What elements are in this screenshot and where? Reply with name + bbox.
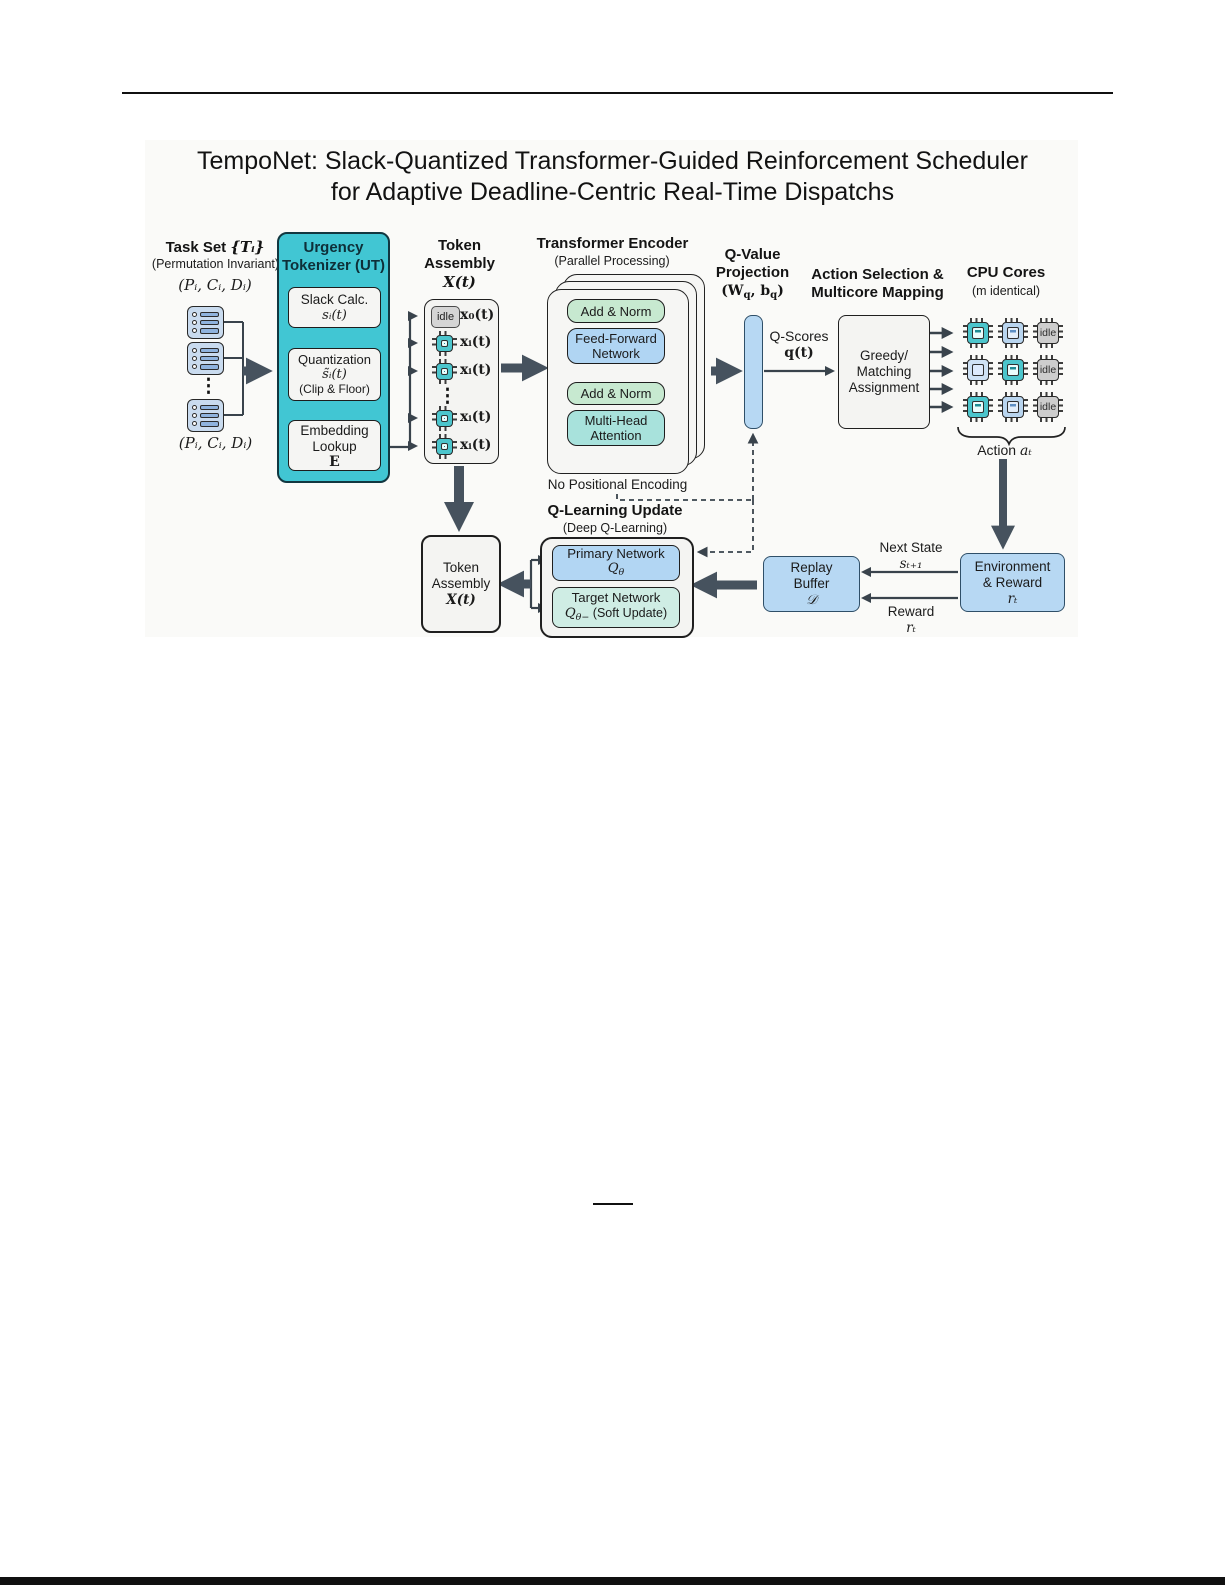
qlearning-title: Q-Learning Update xyxy=(547,502,683,519)
footnote-rule xyxy=(593,1203,633,1205)
qprojection-params: (Wq, bq) xyxy=(721,283,784,302)
reward-label: Reward rₜ xyxy=(887,604,935,636)
task-icon xyxy=(187,342,224,375)
token-chip xyxy=(432,359,457,384)
greedy-matching-box: Greedy/ Matching Assignment xyxy=(838,315,930,429)
cpu-chip: idle xyxy=(998,355,1028,385)
token-label: xᵢ(t) xyxy=(460,437,492,453)
token-ellipsis: ⋮ xyxy=(438,386,457,407)
replay-buffer-box: Replay Buffer 𝒟 xyxy=(763,556,860,612)
urgency-tokenizer-title: Urgency Tokenizer (UT) xyxy=(281,239,386,274)
token-label: xᵢ(t) xyxy=(460,334,492,350)
multi-head-attention-box: Multi-Head Attention xyxy=(567,410,665,446)
task-tuple-bottom: (Pᵢ, Cᵢ, Dᵢ) xyxy=(178,434,253,452)
action-label: Action aₜ xyxy=(977,442,1032,459)
cpu-chip: idle xyxy=(963,392,993,422)
cpu-chip: idle xyxy=(998,318,1028,348)
slack-calc-box: Slack Calc. sᵢ(t) xyxy=(288,287,381,328)
top-rule xyxy=(122,92,1113,94)
qscores-label: Q-Scores q(t) xyxy=(769,328,829,361)
primary-network-symbol: Qθ xyxy=(607,561,625,578)
qprojection-title: Q-Value Projection (Wq, bq) xyxy=(700,246,805,305)
no-positional-encoding-label: No Positional Encoding xyxy=(547,477,688,492)
add-norm-bottom-box: Add & Norm xyxy=(567,382,665,405)
qprojection-bar xyxy=(744,315,763,429)
token-chip xyxy=(432,406,457,431)
target-network-symbol: Qθ− (Soft Update) xyxy=(564,606,668,623)
environment-box: Environment & Reward rₜ xyxy=(960,553,1065,612)
quantization-box: Quantization s̃ᵢ(t) (Clip & Floor) xyxy=(288,348,381,401)
cpu-cores-title: CPU Cores xyxy=(966,264,1046,281)
embedding-lookup-box: Embedding Lookup E xyxy=(288,420,381,471)
cpu-cores-subtitle: (m identical) xyxy=(971,284,1041,298)
cpu-chip: idle xyxy=(963,318,993,348)
task-tuple-top: (Pᵢ, Cᵢ, Dᵢ) xyxy=(178,276,252,294)
primary-network-box: Primary Network Qθ xyxy=(552,545,680,581)
encoder-subtitle: (Parallel Processing) xyxy=(554,254,670,268)
qlearning-subtitle: (Deep Q-Learning) xyxy=(562,521,668,535)
task-ellipsis: ⋮ xyxy=(199,376,218,397)
next-state-label: Next State sₜ₊₁ xyxy=(879,540,943,572)
token-label: x₀(t) xyxy=(460,307,495,323)
token-assembly-bottom-box: Token Assembly X(t) xyxy=(421,535,501,633)
task-icon xyxy=(187,306,224,339)
feed-forward-box: Feed-Forward Network xyxy=(567,328,665,364)
cpu-chip: idle xyxy=(963,355,993,385)
figure-title: TempoNet: Slack-Quantized Transformer-Gu… xyxy=(160,146,1065,208)
token-chip xyxy=(432,434,457,459)
token-label: xᵢ(t) xyxy=(460,409,492,425)
bottom-rule xyxy=(0,1577,1225,1585)
figure-title-line1: TempoNet: Slack-Quantized Transformer-Gu… xyxy=(197,147,1028,175)
target-network-box: Target Network Qθ− (Soft Update) xyxy=(552,587,680,628)
cpu-chip: idle xyxy=(1033,318,1063,348)
token-assembly-title: Token Assembly X(t) xyxy=(424,237,495,291)
cpu-chip: idle xyxy=(998,392,1028,422)
add-norm-top-box: Add & Norm xyxy=(567,299,665,323)
cpu-chip: idle xyxy=(1033,392,1063,422)
task-set-title: Task Set {Tᵢ} xyxy=(165,238,265,256)
cpu-chip: idle xyxy=(1033,355,1063,385)
idle-token: idle xyxy=(431,306,460,328)
encoder-title: Transformer Encoder xyxy=(536,235,689,252)
token-chip xyxy=(432,331,457,356)
action-selection-title: Action Selection & Multicore Mapping xyxy=(811,266,944,301)
figure-title-line2: for Adaptive Deadline-Centric Real-Time … xyxy=(330,178,895,206)
task-icon xyxy=(187,399,224,432)
task-set-subtitle: (Permutation Invariant) xyxy=(151,257,280,271)
token-label: xᵢ(t) xyxy=(460,362,492,378)
